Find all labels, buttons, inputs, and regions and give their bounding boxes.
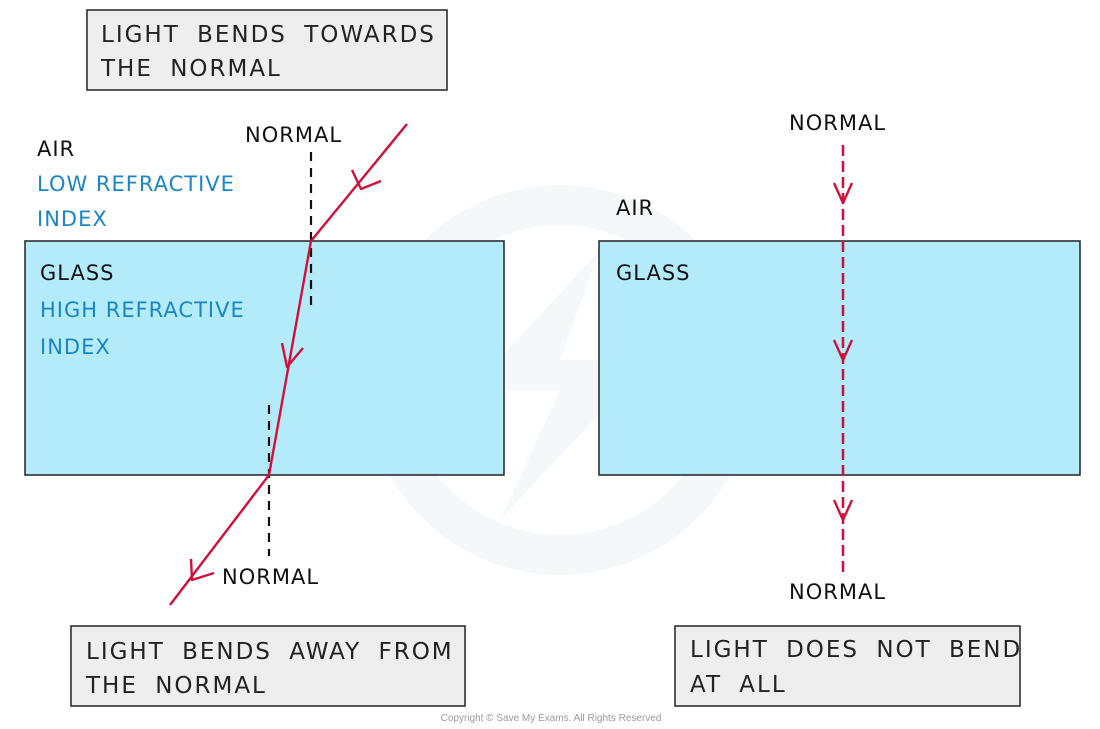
left-air-label: AIR: [37, 137, 75, 161]
left-bottom-caption-box: LIGHT BENDS AWAY FROM THE NORMAL: [70, 625, 466, 707]
right-glass-block: [598, 240, 1081, 476]
top-caption-line-1: LIGHT BENDS TOWARDS: [101, 22, 436, 48]
right-bottom-caption-box: LIGHT DOES NOT BEND AT ALL: [674, 625, 1022, 707]
top-caption-box: LIGHT BENDS TOWARDS THE NORMAL: [86, 9, 448, 91]
left-air-desc-line-2: INDEX: [37, 207, 108, 231]
right-diagram: AIR GLASS NORMAL NORMAL LIGHT DOES NOT B…: [598, 111, 1081, 707]
left-diagram: AIR LOW REFRACTIVE INDEX GLASS HIGH REFR…: [24, 123, 505, 707]
left-glass-desc-line-1: HIGH REFRACTIVE: [40, 298, 245, 322]
left-ray-arrow-1: [350, 169, 382, 191]
left-ray-arrow-2: [280, 342, 304, 369]
left-caption-line-2: THE NORMAL: [85, 673, 267, 699]
right-bottom-normal-label: NORMAL: [789, 580, 886, 604]
right-ray-arrow-3: [832, 499, 854, 522]
left-ray-arrow-3: [189, 558, 215, 582]
right-air-label: AIR: [616, 196, 654, 220]
right-ray-arrow-1: [832, 182, 854, 205]
right-top-normal-label: NORMAL: [789, 111, 886, 135]
left-glass-desc-line-2: INDEX: [40, 335, 111, 359]
left-top-normal-label: NORMAL: [245, 123, 342, 147]
right-caption-line-1: LIGHT DOES NOT BEND: [690, 637, 1022, 663]
left-caption-line-1: LIGHT BENDS AWAY FROM: [86, 639, 454, 665]
copyright-notice: Copyright © Save My Exams. All Rights Re…: [441, 713, 662, 724]
left-glass-block: [24, 240, 505, 476]
right-glass-label: GLASS: [616, 261, 690, 285]
right-ray-arrow-2: [832, 339, 854, 362]
top-caption-line-2: THE NORMAL: [100, 56, 282, 82]
left-air-desc-line-1: LOW REFRACTIVE: [37, 172, 235, 196]
left-glass-label: GLASS: [40, 261, 114, 285]
right-caption-line-2: AT ALL: [690, 672, 787, 698]
left-bottom-normal-label: NORMAL: [222, 565, 319, 589]
